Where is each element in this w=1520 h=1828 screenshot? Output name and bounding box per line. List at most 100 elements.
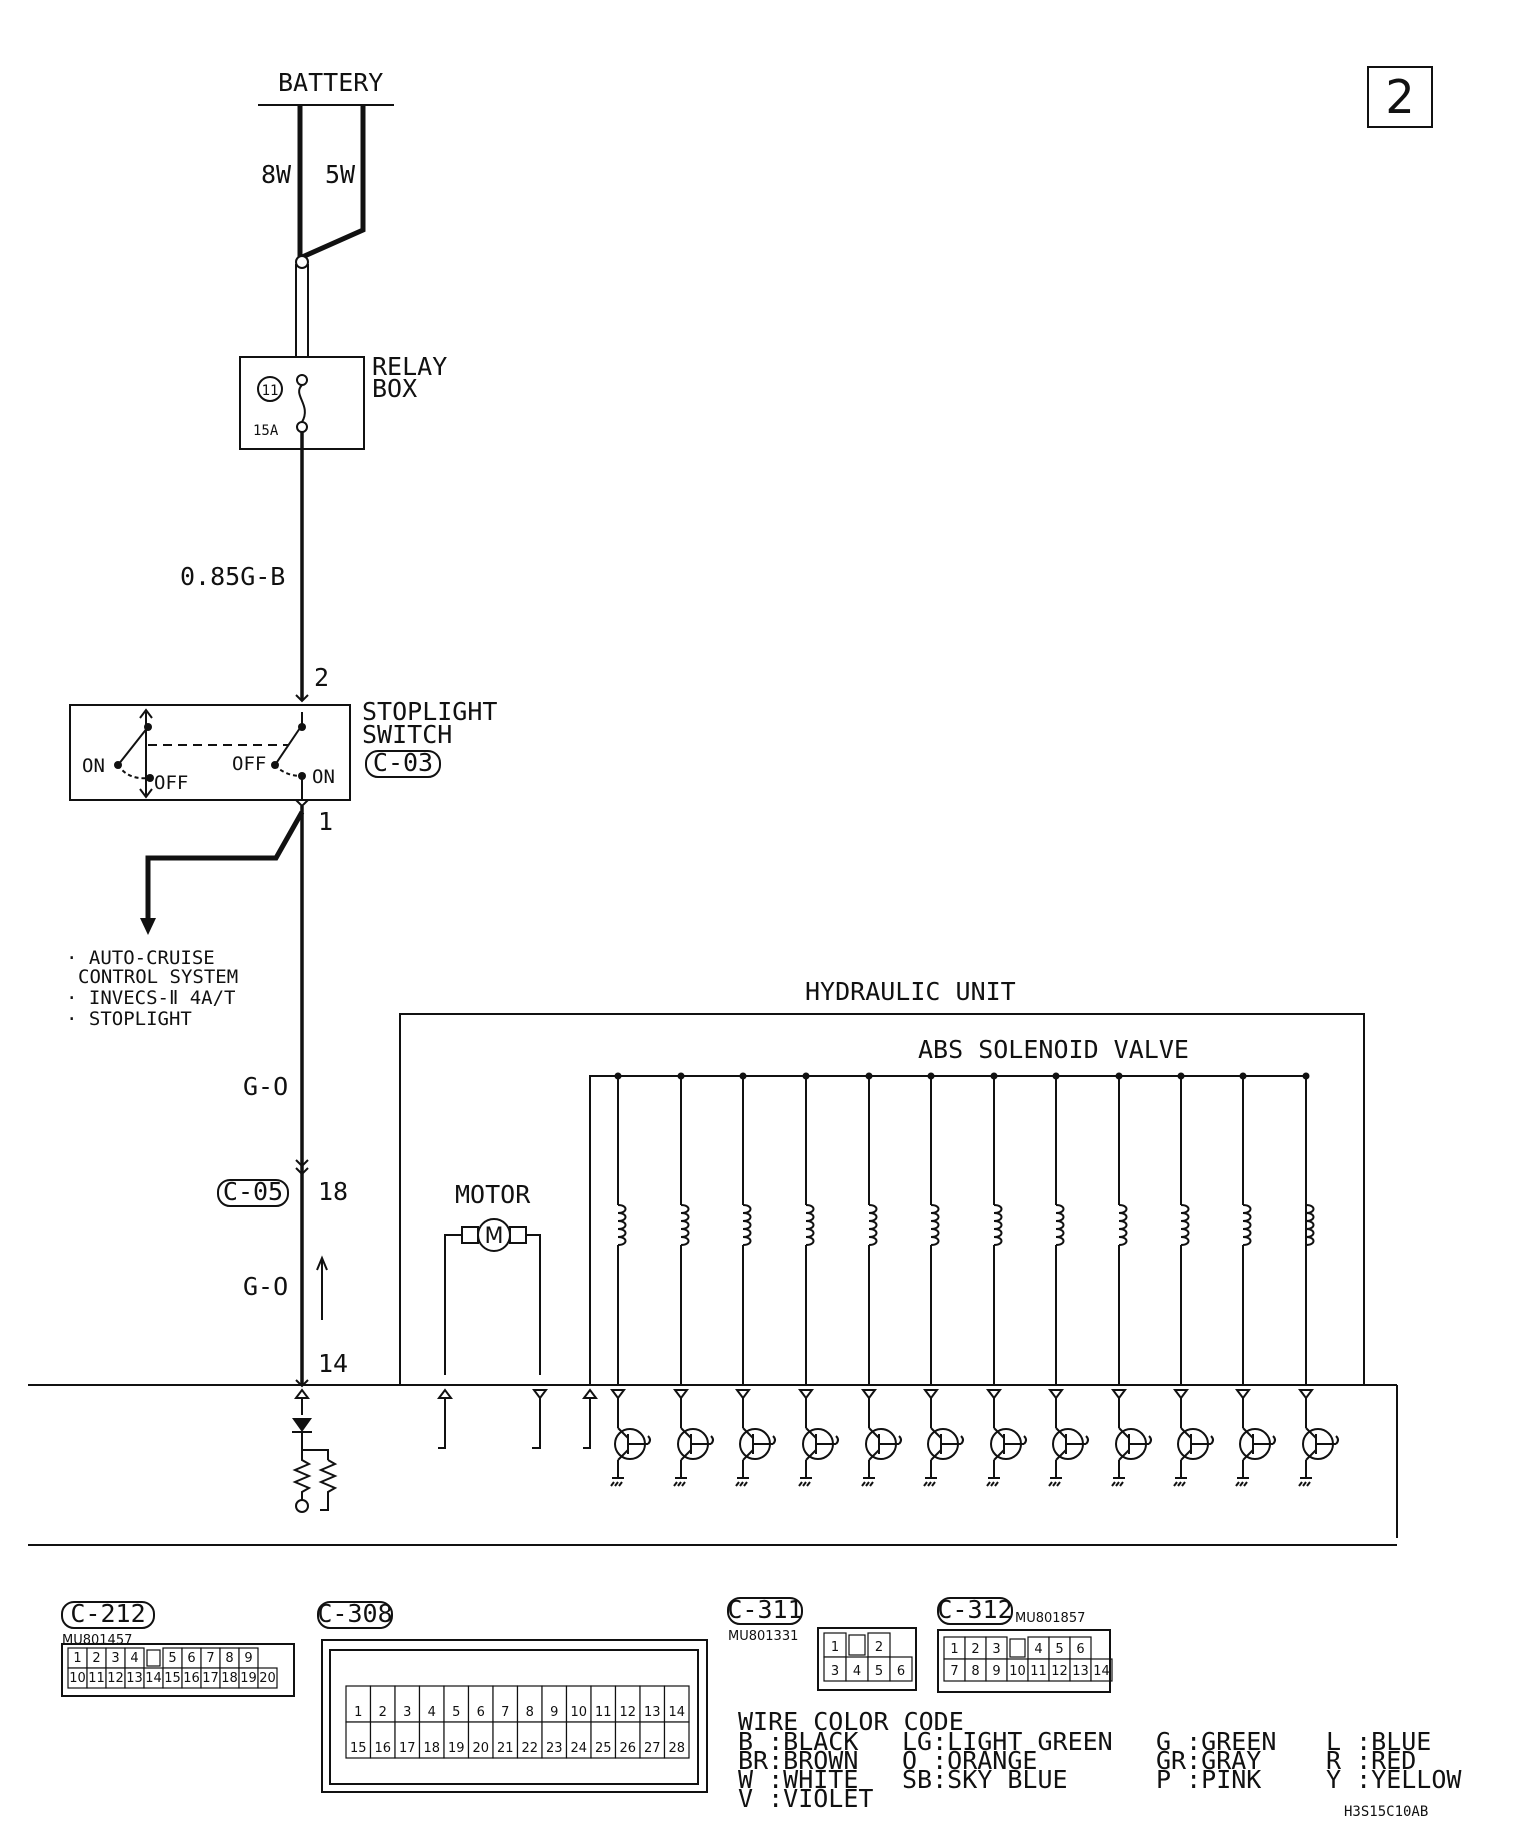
driver-base-lead xyxy=(647,1435,651,1445)
page-number-box xyxy=(1367,66,1433,128)
driver-terminal xyxy=(1173,1389,1189,1400)
abs-solenoid-label: ABS SOLENOID VALVE xyxy=(918,1035,1189,1064)
driver-transistor-leads xyxy=(805,1427,836,1461)
connector-pin-number: 28 xyxy=(668,1741,685,1756)
connector-pin-cell xyxy=(369,1721,396,1759)
connector-pin-number: 10 xyxy=(1009,1664,1026,1679)
connector-pin-number: 12 xyxy=(619,1705,636,1720)
wire-color-code-entry: B :BLACK xyxy=(738,1727,858,1756)
junction-connector-mark xyxy=(295,1159,309,1176)
connector-pin-number: 9 xyxy=(992,1664,1000,1679)
connector-pin-cell xyxy=(663,1721,690,1759)
connector-pin-number: 26 xyxy=(619,1741,636,1756)
connector-pin-number: 20 xyxy=(259,1671,276,1686)
connector-pin-cell xyxy=(1090,1658,1113,1682)
page-number: 2 xyxy=(1385,70,1414,124)
motor-symbol-letter: M xyxy=(485,1224,504,1249)
connector-c212-part: MU801457 xyxy=(62,1633,132,1648)
battery-wire-8w: 8W xyxy=(261,160,292,189)
driver-base-lead xyxy=(898,1435,902,1445)
battery-wire-5w: 5W xyxy=(325,160,356,189)
motor-brush-right xyxy=(509,1226,527,1244)
connector-pin-number: 11 xyxy=(88,1671,105,1686)
ecu-input-ground-1 xyxy=(295,1499,309,1513)
connector-pin-number: 15 xyxy=(164,1671,181,1686)
connector-pin-number: 2 xyxy=(379,1705,387,1720)
switch-pin-2: 2 xyxy=(314,663,329,692)
wire-color-code-entry: O :ORANGE xyxy=(902,1746,1037,1775)
connector-pin-number: 3 xyxy=(831,1664,839,1679)
driver-ground-symbol xyxy=(1111,1477,1125,1487)
driver-terminal xyxy=(1111,1389,1127,1400)
connector-c212-label: C-212 xyxy=(70,1599,145,1628)
connector-pin-cell xyxy=(590,1685,617,1723)
driver-base-lead xyxy=(1023,1435,1027,1445)
connector-pin-number: 6 xyxy=(897,1664,905,1679)
connector-pin-number: 14 xyxy=(145,1671,162,1686)
connector-pin-number: 17 xyxy=(202,1671,219,1686)
branch-arrow xyxy=(140,918,156,935)
switch-left-arrow-top xyxy=(139,708,153,719)
driver-base-lead xyxy=(835,1435,839,1445)
connector-pin-number: 8 xyxy=(971,1664,979,1679)
wire-color-code-entry: Y :YELLOW xyxy=(1326,1765,1462,1794)
branch-target-1: · AUTO-CRUISE xyxy=(66,947,215,969)
connector-key-slot xyxy=(848,1634,866,1656)
connector-pin-cell xyxy=(565,1685,592,1723)
connector-pin-number: 13 xyxy=(1072,1664,1089,1679)
solenoid-coil xyxy=(993,1204,1003,1246)
connector-pin-number: 6 xyxy=(1076,1642,1084,1657)
driver-ground-symbol xyxy=(1235,1477,1249,1487)
connector-c03: C-03 xyxy=(373,748,433,777)
connector-pin-number: 17 xyxy=(399,1741,416,1756)
wire-color-code-entry: L :BLUE xyxy=(1326,1727,1431,1756)
branch-target-3: · INVECS-Ⅱ 4A/T xyxy=(66,987,236,1009)
ecu-pin-14: 14 xyxy=(318,1349,348,1378)
switch-right-pivot xyxy=(298,723,306,731)
connector-pin-cell xyxy=(639,1685,666,1723)
driver-ground-symbol xyxy=(673,1477,687,1487)
wire-label-0-85g-b: 0.85G-B xyxy=(180,562,285,591)
connector-pin-number: 22 xyxy=(521,1741,538,1756)
switch-left-on-point xyxy=(144,723,152,731)
driver-terminal xyxy=(610,1389,626,1400)
driver-transistor-leads xyxy=(1055,1427,1086,1461)
connector-c312-label: C-312 xyxy=(937,1595,1012,1624)
motor-brush-left xyxy=(461,1226,479,1244)
connector-pin-number: 5 xyxy=(875,1664,883,1679)
connector-pin-number: 4 xyxy=(428,1705,436,1720)
connector-pin-number: 5 xyxy=(452,1705,460,1720)
connector-pin-cell xyxy=(467,1685,494,1723)
wire-color-code-entry: R :RED xyxy=(1326,1746,1416,1775)
driver-ground-symbol xyxy=(1298,1477,1312,1487)
connector-key-slot xyxy=(146,1649,161,1667)
connector-pin-number: 2 xyxy=(875,1640,883,1655)
switch-left-contact xyxy=(117,726,149,766)
connector-pin-cell xyxy=(889,1656,913,1682)
driver-terminal xyxy=(1048,1389,1064,1400)
connector-c311-part: MU801331 xyxy=(728,1629,798,1644)
switch-left-off-point xyxy=(146,774,154,782)
connector-pin-cell xyxy=(443,1721,470,1759)
connector-c05-pin: 18 xyxy=(318,1177,348,1206)
fuse-number-circle xyxy=(257,376,283,402)
branch-target-2: CONTROL SYSTEM xyxy=(78,966,238,988)
solenoid-driver-group xyxy=(610,1389,1339,1487)
driver-ground-symbol xyxy=(610,1477,624,1487)
motor-sense-wire-2 xyxy=(532,1398,541,1449)
connector-c312-body xyxy=(937,1629,1111,1693)
driver-terminal xyxy=(735,1389,751,1400)
connector-pin-number: 3 xyxy=(111,1651,119,1666)
driver-ground-symbol xyxy=(798,1477,812,1487)
wire-color-code-entry: P :PINK xyxy=(1156,1765,1261,1794)
connector-c311-body xyxy=(817,1627,917,1691)
connector-pin-number: 20 xyxy=(472,1741,489,1756)
fuse-terminal-bottom xyxy=(296,421,308,433)
solenoid-coil xyxy=(868,1204,878,1246)
driver-base-lead xyxy=(1085,1435,1089,1445)
wire-color-code-entry: GR:GRAY xyxy=(1156,1746,1261,1775)
connector-pin-number: 2 xyxy=(971,1642,979,1657)
